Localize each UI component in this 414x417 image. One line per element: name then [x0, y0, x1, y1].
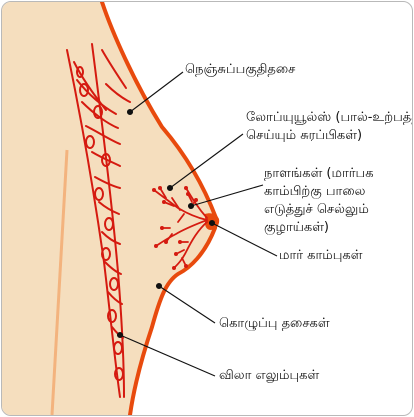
label-ducts-line-1: நாளங்கள் (மார்பக — [264, 166, 374, 181]
pectoral-vessels — [66, 43, 131, 398]
lobule-dots — [152, 186, 198, 270]
label-lobules-line-2: செய்யும் சுரப்பிகள்) — [246, 128, 363, 143]
leader-lines — [116, 71, 278, 377]
label-ducts-line-4: குழாய்கள்) — [264, 220, 329, 235]
label-nipple: மார் காம்புகள் — [279, 248, 363, 263]
label-fatty-tissue: கொழுப்பு தசைகள் — [219, 316, 330, 331]
label-lobules-line-1: லோப்யுயூல்ஸ் (பால்-உற்பத்தி — [246, 110, 413, 125]
label-ducts-line-3: எடுத்துச் செல்லும் — [264, 202, 369, 217]
label-pectoral-muscle: நெஞ்சுப்பகுதிதசை — [185, 62, 296, 77]
rib-line — [50, 149, 69, 415]
label-ribs: விலா எலும்புகள் — [219, 368, 320, 383]
label-ducts-line-2: காம்பிற்கு பாலை — [264, 184, 366, 199]
skin-outline — [100, 2, 219, 415]
